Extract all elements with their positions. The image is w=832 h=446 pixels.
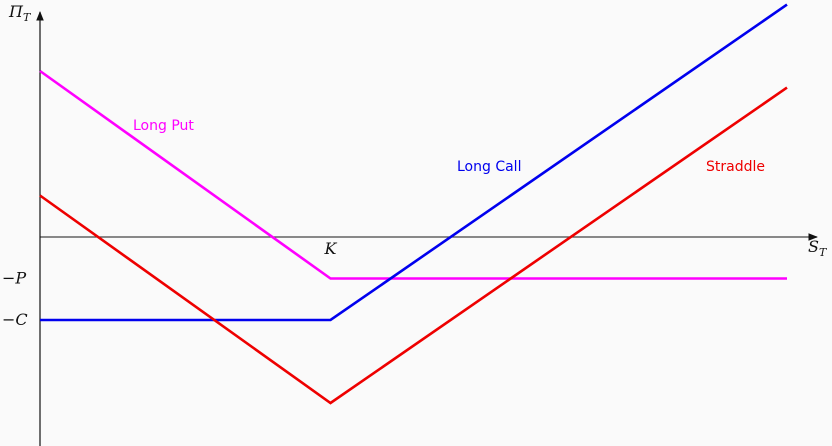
y-axis-label: ΠT [8, 2, 32, 24]
series-label-long-call: Long Call [457, 159, 521, 175]
y-marker-put-premium: −P [2, 269, 26, 288]
strike-label: K [324, 239, 338, 258]
y-marker-call-premium: −C [2, 310, 28, 329]
series-line-long-put [39, 69, 787, 280]
series-group [39, 3, 788, 405]
series-label-straddle: Straddle [706, 159, 765, 175]
x-axis-label: ST [808, 237, 828, 259]
series-line-long-call [40, 3, 788, 322]
series-label-long-put: Long Put [133, 118, 194, 134]
series-line-straddle [39, 86, 788, 405]
